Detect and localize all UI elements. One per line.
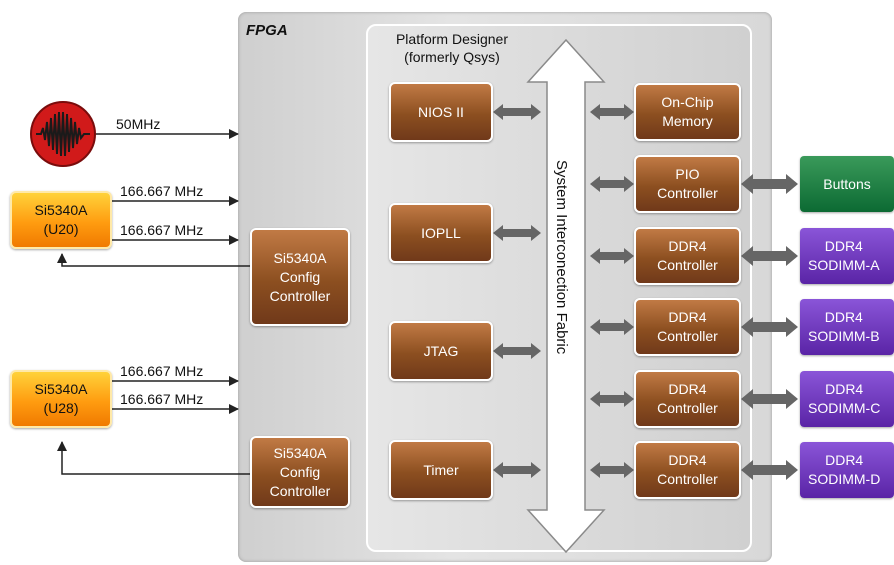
external-sodimm-a: DDR4 SODIMM-A (800, 228, 894, 284)
config-controller-2-line2: Config (279, 463, 321, 480)
external-sodimm-a-line2: SODIMM-A (808, 257, 880, 273)
config-controller-2: Si5340A Config Controller (250, 436, 350, 508)
fabric-label: System Interconection Fabric (553, 160, 570, 355)
link-sodimm-b (741, 317, 798, 337)
module-ddr4-controller-c-line2: Controller (657, 400, 718, 416)
module-timer: Timer (389, 440, 493, 500)
clock-chip-u20-name: Si5340A (34, 202, 88, 218)
module-ddr4-controller-b-line1: DDR4 (668, 309, 707, 325)
config-feedback-u20 (57, 253, 250, 267)
oscillator-icon (30, 101, 96, 167)
module-ddr4-controller-d-line1: DDR4 (668, 452, 707, 468)
external-sodimm-b-line1: DDR4 (824, 309, 863, 325)
link-iopll (493, 225, 541, 241)
link-buttons (741, 174, 798, 194)
config-controller-2-line1: Si5340A (273, 444, 327, 461)
link-ddr-d (590, 462, 634, 478)
external-sodimm-d-line2: SODIMM-D (808, 471, 881, 487)
external-sodimm-b-line2: SODIMM-B (808, 328, 880, 344)
module-pio-controller-line1: PIO (675, 166, 700, 182)
clock-50mhz-label: 50MHz (116, 116, 161, 132)
link-sodimm-a (741, 246, 798, 266)
u28-freq-2: 166.667 MHz (120, 391, 204, 407)
left-module-links (493, 104, 541, 478)
u20-freq-2: 166.667 MHz (120, 222, 204, 238)
link-onchip (590, 104, 634, 120)
external-sodimm-d: DDR4 SODIMM-D (800, 442, 894, 498)
module-on-chip-memory-line1: On-Chip (661, 94, 714, 110)
platform-designer-line2: (formerly Qsys) (404, 49, 500, 65)
system-fabric-arrow (526, 38, 606, 554)
external-sodimm-b: DDR4 SODIMM-B (800, 299, 894, 355)
external-sodimm-c-line1: DDR4 (825, 381, 864, 397)
module-ddr4-controller-a: DDR4 Controller (634, 227, 741, 285)
right-module-links (590, 104, 634, 478)
clock-chip-u20: Si5340A (U20) (10, 191, 112, 249)
link-ddr-b (590, 319, 634, 335)
config-controller-2-line3: Controller (269, 482, 331, 499)
module-ddr4-controller-b: DDR4 Controller (634, 298, 741, 356)
link-nios (493, 104, 541, 120)
external-sodimm-d-line1: DDR4 (825, 452, 864, 468)
module-on-chip-memory-line2: Memory (662, 113, 713, 129)
module-pio-controller-line2: Controller (657, 185, 718, 201)
module-jtag: JTAG (389, 321, 493, 381)
module-nios-ii: NIOS II (389, 82, 493, 142)
external-buttons: Buttons (800, 156, 894, 212)
u20-freq-1: 166.667 MHz (120, 183, 204, 199)
module-pio-controller: PIO Controller (634, 155, 741, 213)
config-controller-1-line3: Controller (269, 287, 331, 304)
external-sodimm-c-line2: SODIMM-C (808, 400, 881, 416)
config-feedback-u28 (57, 441, 250, 475)
platform-designer-title: Platform Designer (formerly Qsys) (372, 30, 532, 66)
external-sodimm-a-line1: DDR4 (824, 238, 863, 254)
link-pio (590, 176, 634, 192)
link-ddr-a (590, 248, 634, 264)
link-timer (493, 462, 541, 478)
clock-chip-u28-name: Si5340A (34, 381, 88, 397)
clock-chip-u28-ref: (U28) (43, 400, 79, 416)
platform-designer-line1: Platform Designer (395, 31, 509, 47)
clock-chip-u20-ref: (U20) (43, 221, 79, 237)
external-sodimm-c: DDR4 SODIMM-C (800, 371, 894, 427)
link-ddr-c (590, 391, 634, 407)
config-controller-1-line2: Config (279, 268, 321, 285)
external-links (741, 174, 798, 480)
config-controller-1: Si5340A Config Controller (250, 228, 350, 326)
config-controller-1-line1: Si5340A (273, 249, 327, 266)
module-ddr4-controller-b-line2: Controller (657, 328, 718, 344)
module-ddr4-controller-c-line1: DDR4 (668, 381, 707, 397)
module-iopll: IOPLL (389, 203, 493, 263)
module-ddr4-controller-a-line1: DDR4 (668, 238, 707, 254)
link-sodimm-c (741, 389, 798, 409)
module-ddr4-controller-a-line2: Controller (657, 257, 718, 273)
link-jtag (493, 343, 541, 359)
u28-freq-1: 166.667 MHz (120, 363, 204, 379)
link-sodimm-d (741, 460, 798, 480)
fpga-label: FPGA (246, 22, 288, 39)
module-ddr4-controller-d-line2: Controller (657, 471, 718, 487)
clock-chip-u28: Si5340A (U28) (10, 370, 112, 428)
module-ddr4-controller-d: DDR4 Controller (634, 441, 741, 499)
module-ddr4-controller-c: DDR4 Controller (634, 370, 741, 428)
module-on-chip-memory: On-Chip Memory (634, 83, 741, 141)
